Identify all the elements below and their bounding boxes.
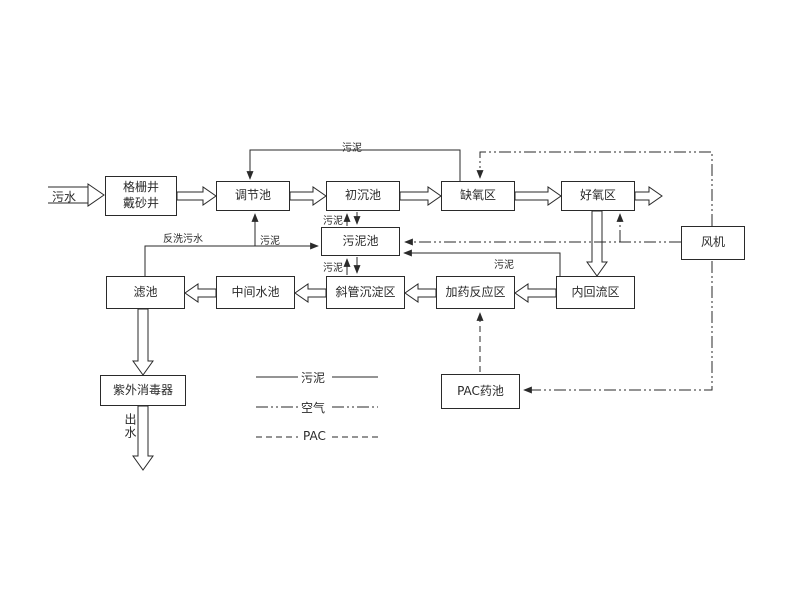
arrow-inclined-to-intermediate (294, 283, 327, 303)
box-regulating-tank: 调节池 (216, 181, 290, 211)
backwash-filter-to-regulating (144, 213, 259, 276)
box-label: 初沉池 (344, 188, 381, 203)
box-label: 加药反应区 (445, 284, 506, 299)
arrow-intermediate-to-filter (184, 283, 217, 303)
arrow-uv-to-effluent (132, 405, 154, 471)
label-sludge-into-tank-right: 污泥 (494, 260, 514, 271)
box-label: 调节池 (234, 188, 271, 203)
box-uv-disinfector: 紫外消毒器 (100, 375, 186, 406)
box-label: 污泥池 (342, 233, 379, 248)
box-pac-tank: PAC药池 (441, 374, 520, 409)
box-screen-grit-well: 格栅井 戴砂井 (105, 176, 177, 216)
label-backwash-water: 反洗污水 (163, 234, 203, 245)
sludge-anoxic-to-regulating (246, 149, 461, 181)
legend-lines (256, 376, 378, 438)
box-intermediate-tank: 中间水池 (216, 276, 295, 309)
air-blower-to-anoxic (476, 151, 713, 226)
arrow-reflux-to-dosing (514, 283, 557, 303)
box-internal-reflux-zone: 内回流区 (556, 276, 635, 309)
legend-item-sludge: 污泥 (301, 371, 326, 385)
box-label: 格栅井 (122, 180, 159, 195)
air-lines (404, 151, 713, 394)
box-label: 内回流区 (571, 284, 620, 299)
box-primary-sedimentation-tank: 初沉池 (326, 181, 400, 211)
main-flow-arrows (48, 183, 663, 471)
label-sludge-top-return: 污泥 (342, 143, 362, 154)
arrow-primary-to-anoxic (399, 186, 442, 206)
label-effluent: 出水 (123, 413, 137, 439)
box-label: 滤池 (133, 284, 158, 299)
label-sludge-inclined: 污泥 (323, 263, 343, 274)
box-label: 戴砂井 (122, 196, 159, 210)
box-label: 好氧区 (579, 188, 616, 203)
box-label: PAC药池 (457, 383, 504, 398)
box-label: 紫外消毒器 (112, 382, 173, 397)
label-influent: 污水 (52, 190, 77, 204)
arrow-filter-to-uv (132, 308, 154, 376)
label-sludge-primary: 污泥 (323, 216, 343, 227)
legend-item-pac: PAC (303, 429, 326, 443)
arrow-aerobic-to-reflux (586, 210, 608, 277)
box-filter-tank: 滤池 (106, 276, 185, 309)
box-blower: 风机 (681, 226, 745, 260)
air-blower-to-pac-tank (523, 261, 713, 394)
label-sludge-into-tank-left: 污泥 (260, 236, 280, 247)
box-label: 风机 (700, 235, 725, 250)
box-dosing-reaction-zone: 加药反应区 (436, 276, 515, 309)
box-sludge-tank: 污泥池 (321, 227, 400, 256)
arrow-grit-to-regulating (176, 186, 217, 206)
influent-arrow (87, 183, 105, 207)
sludge-reflux-to-tank (403, 249, 561, 276)
box-label: 斜管沉淀区 (335, 284, 396, 299)
box-label: 缺氧区 (459, 188, 496, 203)
arrow-aerobic-out (634, 186, 663, 206)
box-aerobic-zone: 好氧区 (561, 181, 635, 211)
box-label: 中间水池 (231, 284, 280, 299)
arrow-regulating-to-primary (289, 186, 327, 206)
legend-item-air: 空气 (301, 401, 326, 415)
arrow-anoxic-to-aerobic (514, 186, 562, 206)
sludge-lines (144, 149, 561, 276)
box-anoxic-zone: 缺氧区 (441, 181, 515, 211)
arrow-dosing-to-inclined (404, 283, 437, 303)
box-inclined-tube-settling-zone: 斜管沉淀区 (326, 276, 405, 309)
